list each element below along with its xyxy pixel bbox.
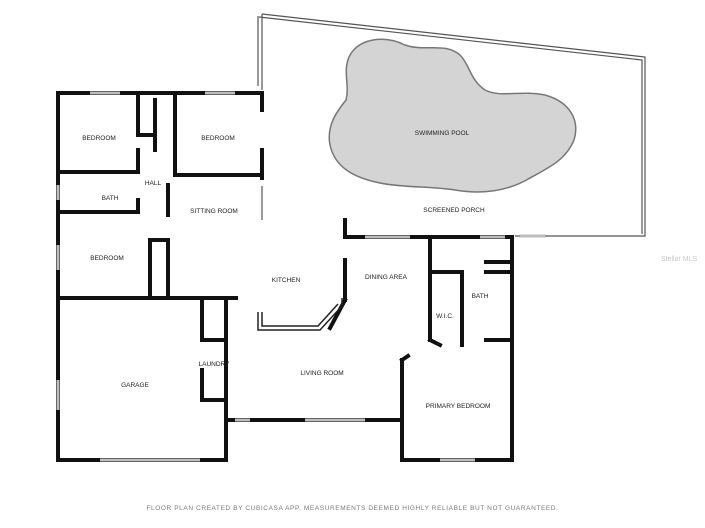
bath-1-label: BATH [102, 195, 119, 202]
screened-porch-enclosure [257, 13, 646, 237]
kitchen-counter [257, 298, 343, 331]
kitchen-label: KITCHEN [272, 277, 301, 284]
swimming-pool-label: SWIMMING POOL [415, 130, 470, 137]
watermark-logo: Stellar MLS [661, 256, 698, 263]
bath-2-label: BATH [472, 293, 489, 300]
laundry-label: LAUNDRY [199, 361, 231, 368]
living-room-label: LIVING ROOM [300, 370, 343, 377]
garage-label: GARAGE [121, 382, 149, 389]
screened-porch-label: SCREENED PORCH [423, 207, 485, 214]
windows [56, 91, 545, 462]
bedroom-3-label: BEDROOM [90, 255, 124, 262]
hall-label: HALL [145, 180, 162, 187]
bedroom-1-label: BEDROOM [82, 135, 116, 142]
wic-label: W.I.C. [436, 313, 454, 320]
kitchen-counter-inner [261, 303, 339, 327]
dining-area-label: DINING AREA [365, 274, 408, 281]
swimming-pool-shape [328, 38, 577, 193]
bedroom-2-label: BEDROOM [201, 135, 235, 142]
sitting-room-label: SITTING ROOM [190, 208, 238, 215]
primary-bedroom-label: PRIMARY BEDROOM [426, 403, 491, 410]
footer-disclaimer: FLOOR PLAN CREATED BY CUBICASA APP. MEAS… [146, 505, 559, 512]
